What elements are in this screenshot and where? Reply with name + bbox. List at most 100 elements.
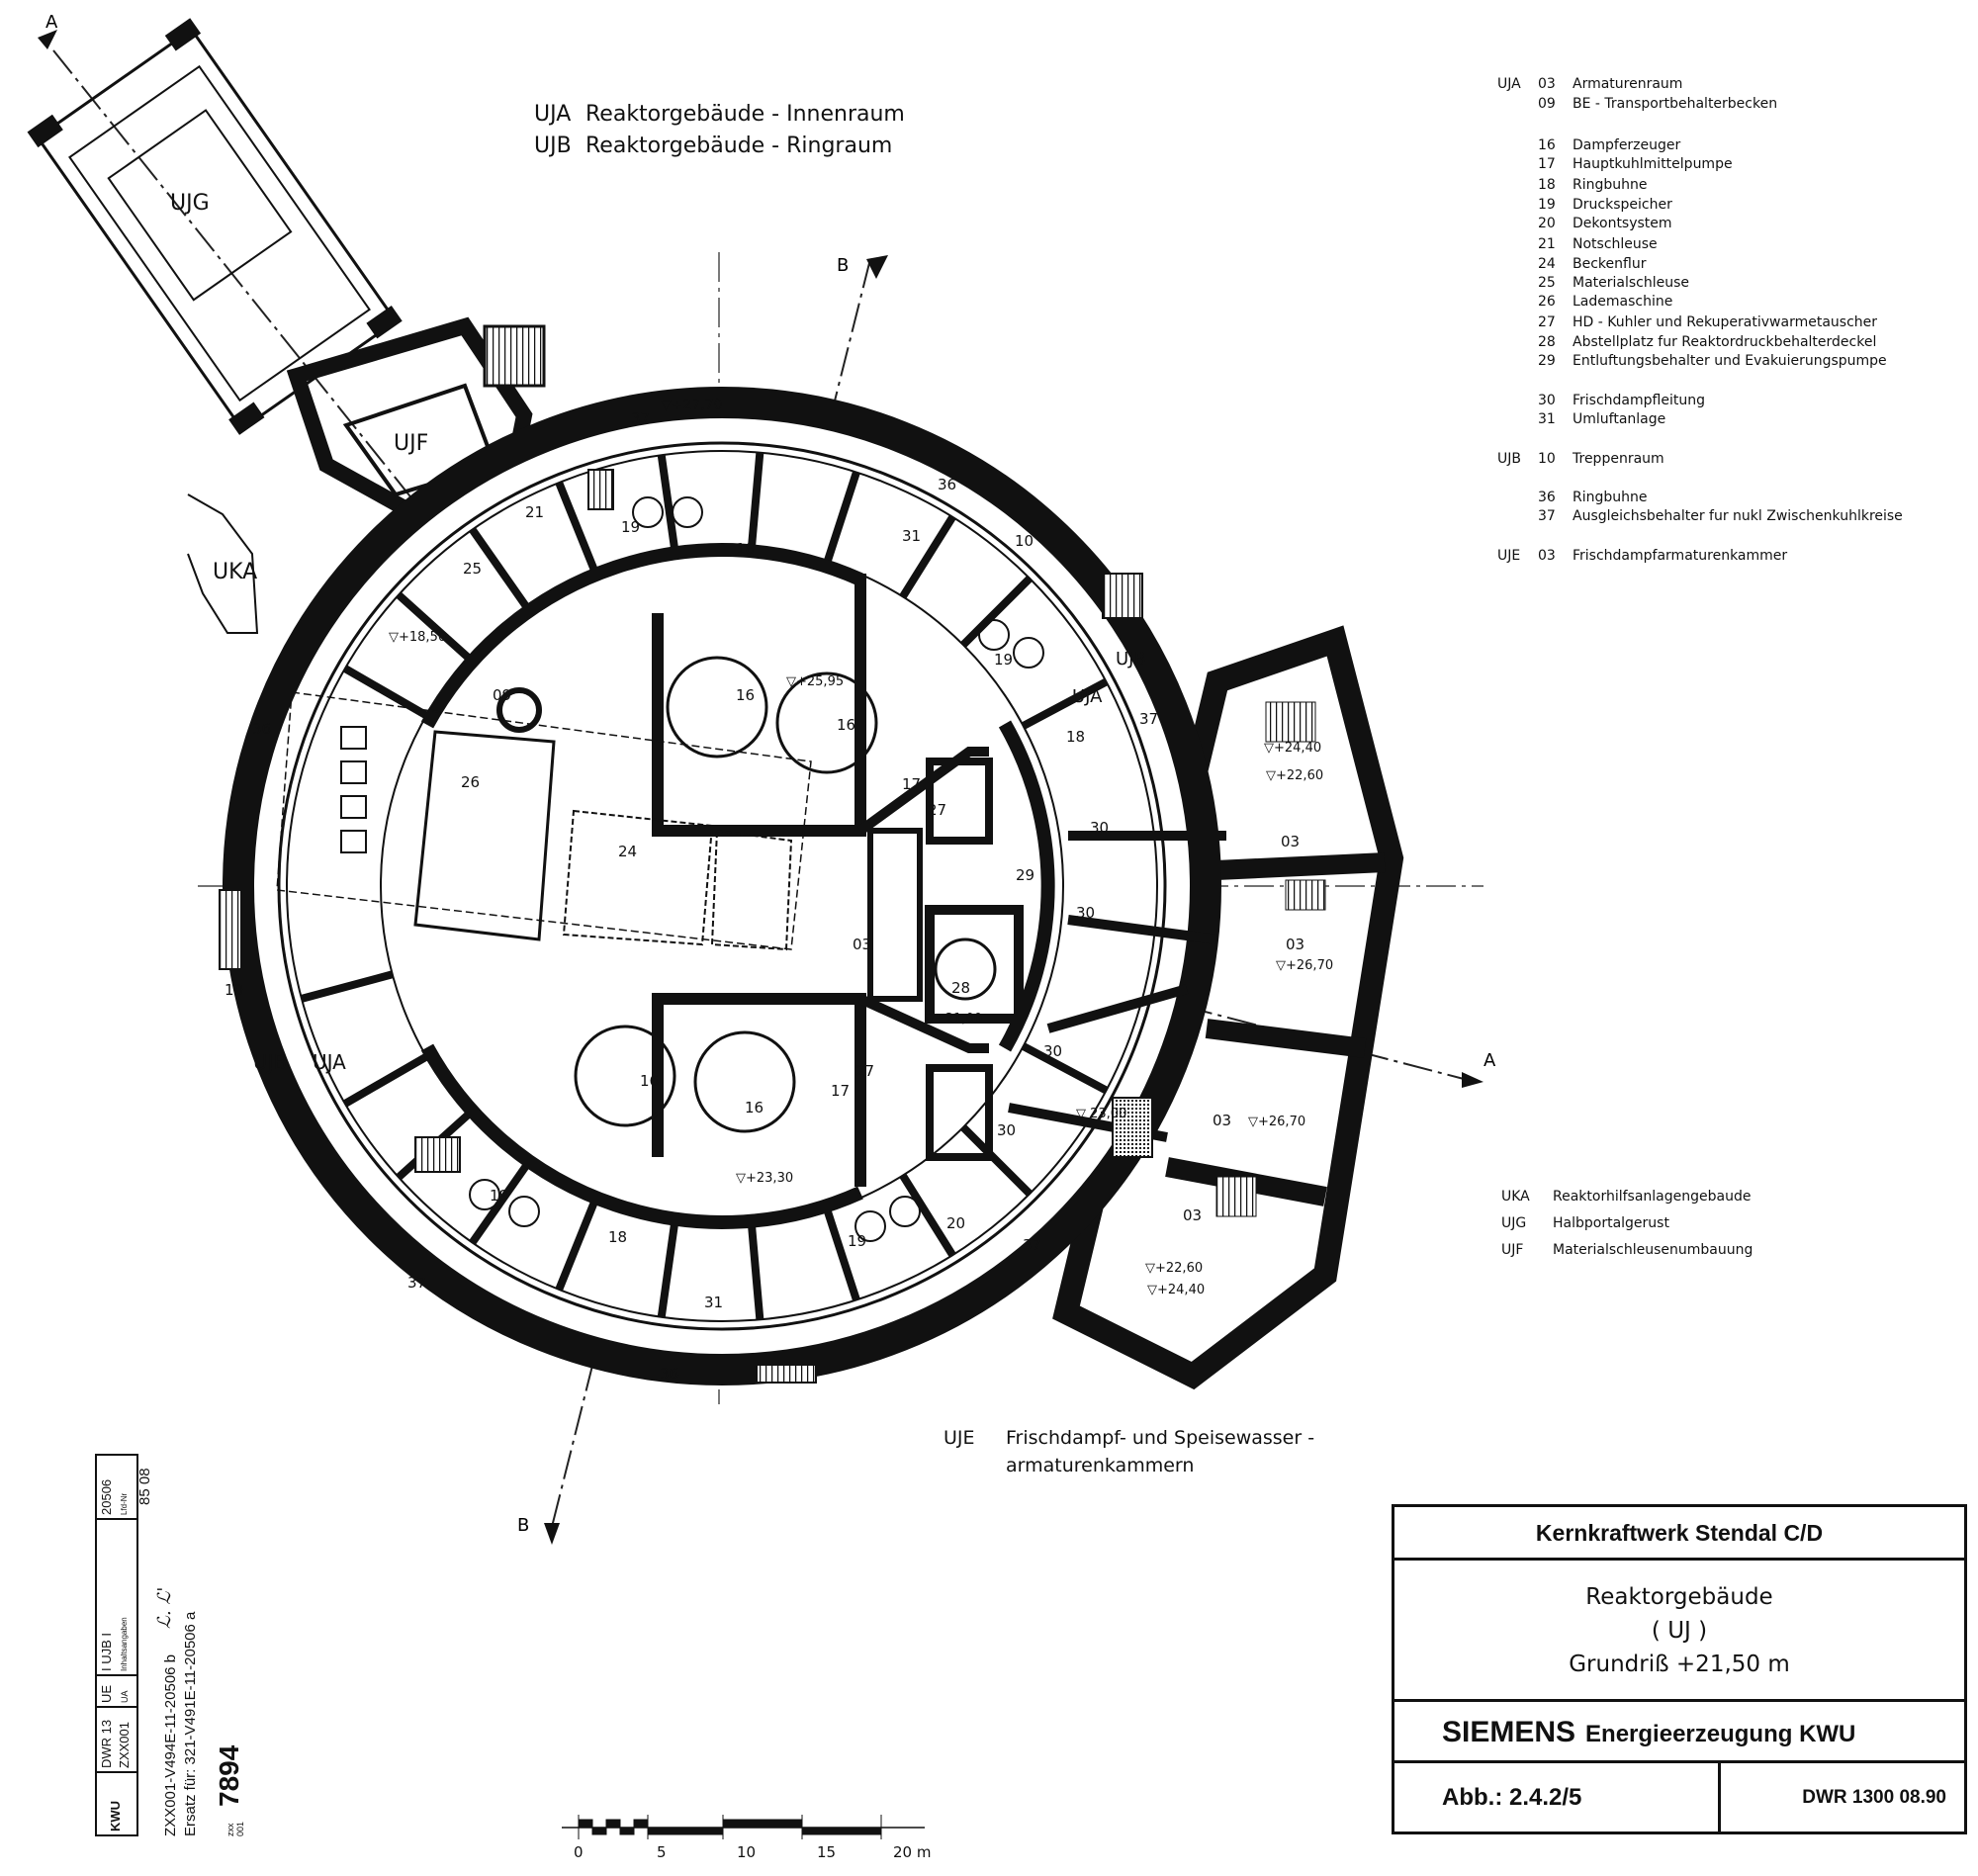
reference: DWR 1300 08.90 — [1802, 1787, 1946, 1808]
scale-tick-label: 0 — [574, 1843, 584, 1861]
section-label-a-right: A — [1484, 1050, 1496, 1071]
ring-room-wall — [1021, 1042, 1109, 1095]
elevation-mark: ▽+24,40 — [1147, 1283, 1205, 1297]
legend-num: 03 — [1538, 76, 1556, 92]
room-label: 03 — [1183, 1206, 1202, 1224]
room-label: 03 — [1213, 1112, 1231, 1129]
room-label: 21 — [525, 503, 544, 521]
legend-num: 16 — [1538, 137, 1556, 153]
ring-room-wall — [1021, 677, 1109, 730]
legend-num: 24 — [1538, 256, 1556, 272]
legend-text: Dampferzeuger — [1573, 137, 1681, 153]
legend-text: Entluftungsbehalter und Evakuierungspump… — [1573, 353, 1887, 369]
room-label: 18 — [1066, 728, 1085, 746]
legend-text: Lademaschine — [1573, 294, 1673, 310]
ring-room-wall — [555, 1201, 598, 1292]
room-label: 28 — [951, 979, 970, 997]
title-block: Kernkraftwerk Stendal C/D Reaktorgebäude… — [1392, 1504, 1967, 1834]
room-label: 10 — [1015, 532, 1034, 550]
elevation-mark: ▽+26,70 — [1276, 958, 1333, 973]
scale-tick-label: 10 — [737, 1843, 757, 1861]
legend-num: 30 — [1538, 393, 1556, 408]
legend-num: 25 — [1538, 275, 1556, 291]
legend-num: 10 — [1538, 451, 1556, 467]
room-label: UJB — [253, 1050, 287, 1074]
legend-text: Frischdampfarmaturenkammer — [1573, 548, 1788, 564]
scale-bar — [562, 1815, 925, 1839]
room-label: UKA — [213, 560, 257, 584]
room-label: 09 — [493, 686, 511, 704]
scale-tick-label: 5 — [657, 1843, 667, 1861]
room-label: 27 — [855, 1062, 874, 1080]
legend-num: 19 — [1538, 197, 1556, 213]
ring-room-wall — [342, 1053, 429, 1108]
section-arrow-a-right — [1462, 1072, 1484, 1088]
section-arrow-a-top — [38, 30, 57, 49]
elevation-mark: ▽+21,00 — [925, 1012, 982, 1027]
inner-shield-walls — [420, 543, 1055, 1229]
legend-num: 20 — [1538, 216, 1556, 231]
steam-generators — [574, 656, 997, 1133]
room-label: 19 — [994, 651, 1013, 669]
building-legend-row: UJF Materialschleusenumbauung — [1501, 1242, 1753, 1258]
room-label: 31 — [704, 1294, 723, 1311]
section-label-b-top: B — [837, 255, 849, 276]
scale-tick-label: 15 — [817, 1843, 837, 1861]
rpv-head-storage-icon — [934, 938, 997, 1001]
room-label: 24 — [618, 843, 637, 860]
accumulators — [469, 496, 1044, 1242]
legend-text: Beckenflur — [1573, 256, 1647, 272]
room-label: 03 — [1286, 936, 1304, 953]
legend-text: Materialschleuse — [1573, 275, 1690, 291]
legend-text: Dekontsystem — [1573, 216, 1672, 231]
legend-num: 27 — [1538, 314, 1556, 330]
ring-room-wall — [555, 481, 598, 572]
room-label: 36 — [252, 720, 271, 738]
legend-text: Ringbuhne — [1573, 490, 1648, 505]
room-label: 36 — [660, 1365, 678, 1383]
legend-num: 26 — [1538, 294, 1556, 310]
steam-generator-icon — [574, 1025, 676, 1127]
legend-num: 17 — [1538, 156, 1556, 172]
building-code: UJF — [1501, 1242, 1524, 1258]
room-label: 17 — [831, 1082, 850, 1100]
scale-tick-label: 20 m — [893, 1843, 932, 1861]
document-number: ZXX001-V494E-11-20506 b — [162, 1653, 179, 1836]
legend-text: Frischdampfleitung — [1573, 393, 1705, 408]
section-label-a-top: A — [45, 12, 58, 33]
replaces-document: Ersatz für: 321-V491E-11-20506 a — [182, 1611, 199, 1836]
room-label: 25 — [463, 560, 482, 578]
legend-text: Ausgleichsbehalter fur nukl Zwischenkuhl… — [1573, 508, 1903, 524]
section-arrow-b-bottom — [544, 1523, 560, 1545]
legend-text: Ringbuhne — [1573, 177, 1648, 193]
room-label: 03 — [853, 936, 871, 953]
legend-text: Notschleuse — [1573, 236, 1658, 252]
room-label: 20 — [946, 1214, 965, 1232]
room-label: 36 — [938, 476, 956, 493]
ring-room-wall — [899, 514, 956, 599]
elevation-mark: ▽+27,70 — [661, 398, 723, 413]
room-label: 16 — [745, 1099, 764, 1117]
room-label: UJB — [1116, 649, 1146, 670]
ring-room-wall — [823, 471, 860, 564]
elevation-mark: ▽+26,70 — [1248, 1115, 1305, 1129]
legend-num: 21 — [1538, 236, 1556, 252]
room-label: 30 — [1076, 904, 1095, 922]
room-label: 18 — [736, 540, 755, 558]
ring-room-wall — [300, 970, 394, 1003]
ring-room-wall — [657, 454, 678, 549]
building-name: Materialschleusenumbauung — [1553, 1242, 1753, 1258]
elevation-mark: ▽+18,50 — [389, 630, 446, 645]
section-arrows — [38, 30, 1484, 1545]
legend-prefix: UJE — [1497, 548, 1521, 564]
